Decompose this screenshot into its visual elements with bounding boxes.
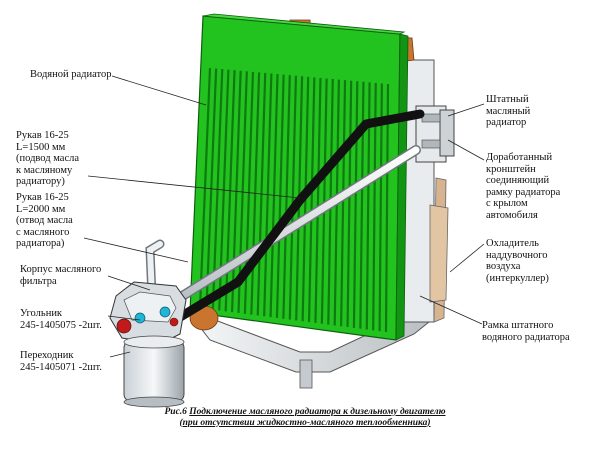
- label-adapter: Переходник 245-1405071 -2шт.: [20, 350, 102, 373]
- leader-filter-housing: [107, 275, 151, 291]
- leader-elbow: [107, 315, 141, 321]
- leader-frame: [419, 295, 483, 325]
- figure-title: Подключение масляного радиатора к дизель…: [179, 407, 446, 428]
- oil-filter-assembly: [109, 281, 187, 408]
- leader-bracket: [447, 139, 485, 161]
- leader-hose2: [83, 237, 189, 263]
- intercooler: [429, 177, 449, 323]
- label-filter-housing: Корпус масляного фильтра: [20, 264, 102, 287]
- radiator-fin: [384, 83, 390, 333]
- label-water-radiator: Водяной радиатор: [30, 69, 112, 80]
- radiator-fin: [352, 81, 359, 328]
- label-hose-1500: Рукав 16-25 L=1500 мм (подвод масла к ма…: [16, 130, 79, 187]
- black-hose: [167, 109, 425, 327]
- radiator-fin: [320, 78, 328, 324]
- leader-water-radiator: [111, 75, 207, 106]
- label-elbow: Угольник 245-1405075 -2шт.: [20, 308, 102, 331]
- label-frame: Рамка штатного водяного радиатора: [482, 320, 570, 343]
- leader-hose1: [87, 175, 301, 199]
- figure-number: Рис.6: [164, 407, 187, 417]
- label-oil-radiator: Штатный масляный радиатор: [486, 94, 531, 128]
- oil-radiator-bracket: [415, 105, 455, 163]
- radiator-fin: [340, 80, 347, 327]
- radiator-frame: [195, 59, 435, 389]
- label-bracket: Доработанный кронштейн соединяющий рамку…: [486, 152, 561, 221]
- figure-caption: Рис.6 Подключение масляного радиатора к …: [160, 407, 450, 428]
- label-intercooler: Охладитель наддувочного воздуха (интерку…: [486, 238, 549, 284]
- radiator-fin: [346, 80, 353, 328]
- radiator-fin: [314, 77, 322, 323]
- radiator-fin: [307, 77, 316, 323]
- label-hose-2000: Рукав 16-25 L=2000 мм (отвод масла с мас…: [16, 192, 73, 249]
- leader-lines: [83, 75, 485, 358]
- leader-intercooler: [449, 243, 485, 273]
- leader-adapter: [109, 351, 131, 358]
- leader-oil-radiator: [447, 103, 485, 117]
